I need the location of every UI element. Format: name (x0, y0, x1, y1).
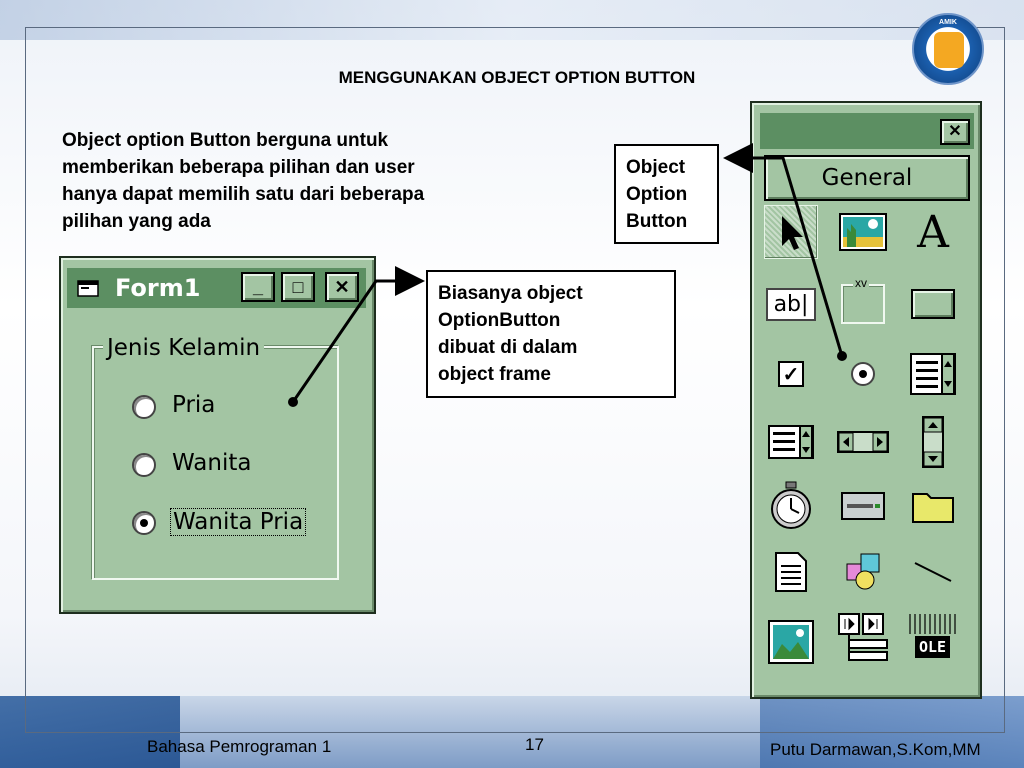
radio-icon[interactable] (132, 395, 156, 419)
dirlistbox-icon[interactable] (906, 479, 960, 533)
form1-window: Form1 _ □ ✕ Jenis Kelamin Pria Wanita Wa… (59, 256, 376, 614)
radio-icon[interactable] (132, 453, 156, 477)
option-label: Pria (172, 392, 216, 418)
data-icon[interactable] (836, 611, 890, 665)
image-icon[interactable] (764, 615, 818, 669)
callout-line: Option (626, 184, 688, 205)
frame-icon[interactable]: xv (836, 276, 890, 331)
textbox-glyph: ab| (765, 287, 817, 321)
callout-option-button: Object Option Button (614, 144, 719, 244)
callout-line: object frame (438, 364, 551, 385)
toolbox-titlebar[interactable]: ✕ (760, 113, 974, 149)
footer-course: Bahasa Pemrograman 1 (147, 737, 332, 756)
intro-paragraph: Object option Button berguna untuk membe… (62, 127, 532, 235)
option-label: Wanita (172, 450, 252, 476)
callout-line: Biasanya object (438, 283, 583, 304)
drivelistbox-icon[interactable] (836, 479, 890, 533)
listbox-icon[interactable] (764, 415, 818, 469)
slide-frame (25, 27, 1005, 733)
footer-page-number: 17 (525, 735, 544, 754)
intro-line: Object option Button berguna untuk (62, 130, 389, 151)
vb-toolbox: ✕ General A ab| xv ✓ (750, 101, 982, 699)
callout-line: Object (626, 157, 686, 178)
callout-frame-note: Biasanya object OptionButton dibuat di d… (426, 270, 676, 398)
form-icon (77, 280, 99, 297)
form1-title: Form1 (115, 274, 201, 302)
filelistbox-icon[interactable] (764, 545, 818, 599)
combobox-icon[interactable] (906, 347, 960, 401)
callout-line: Button (626, 211, 688, 232)
optionbutton-icon[interactable] (836, 347, 890, 401)
picturebox-icon[interactable] (836, 205, 890, 259)
checkbox-glyph: ✓ (778, 361, 804, 387)
checkbox-icon[interactable]: ✓ (764, 347, 818, 401)
intro-line: hanya dapat memilih satu dari beberapa (62, 184, 425, 205)
textbox-icon[interactable]: ab| (764, 277, 818, 331)
footer-author: Putu Darmawan,S.Kom,MM (770, 740, 981, 759)
frame-glyph: xv (853, 276, 869, 290)
callout-line: OptionButton (438, 310, 561, 331)
intro-line: memberikan beberapa pilihan dan user (62, 157, 415, 178)
radio-checked-icon[interactable] (132, 511, 156, 535)
option-label: Wanita Pria (170, 508, 307, 536)
ole-glyph: OLE (915, 636, 951, 658)
label-icon[interactable]: A (917, 206, 949, 258)
amik-logo: AMIK (912, 13, 984, 85)
logo-emblem (934, 32, 964, 68)
shape-icon[interactable] (836, 545, 890, 599)
toolbox-tab-general[interactable]: General (764, 155, 970, 201)
intro-line: pilihan yang ada (62, 211, 211, 232)
vscrollbar-icon[interactable] (906, 415, 960, 469)
timer-icon[interactable] (764, 479, 818, 533)
commandbutton-icon[interactable] (906, 277, 960, 331)
hscrollbar-icon[interactable] (836, 415, 890, 469)
background-top-band (0, 0, 1024, 40)
maximize-button[interactable]: □ (281, 272, 315, 302)
callout-line: dibuat di dalam (438, 337, 578, 358)
toolbox-close-button[interactable]: ✕ (940, 119, 970, 145)
minimize-button[interactable]: _ (241, 272, 275, 302)
frame-caption: Jenis Kelamin (103, 335, 265, 361)
pointer-icon[interactable] (764, 205, 818, 259)
logo-text: AMIK (939, 19, 957, 26)
ole-icon[interactable]: OLE (906, 611, 960, 665)
slide-title: MENGGUNAKAN OBJECT OPTION BUTTON (338, 68, 696, 87)
close-button[interactable]: ✕ (325, 272, 359, 302)
form1-titlebar[interactable]: Form1 _ □ ✕ (67, 268, 366, 308)
line-icon[interactable] (906, 545, 960, 599)
